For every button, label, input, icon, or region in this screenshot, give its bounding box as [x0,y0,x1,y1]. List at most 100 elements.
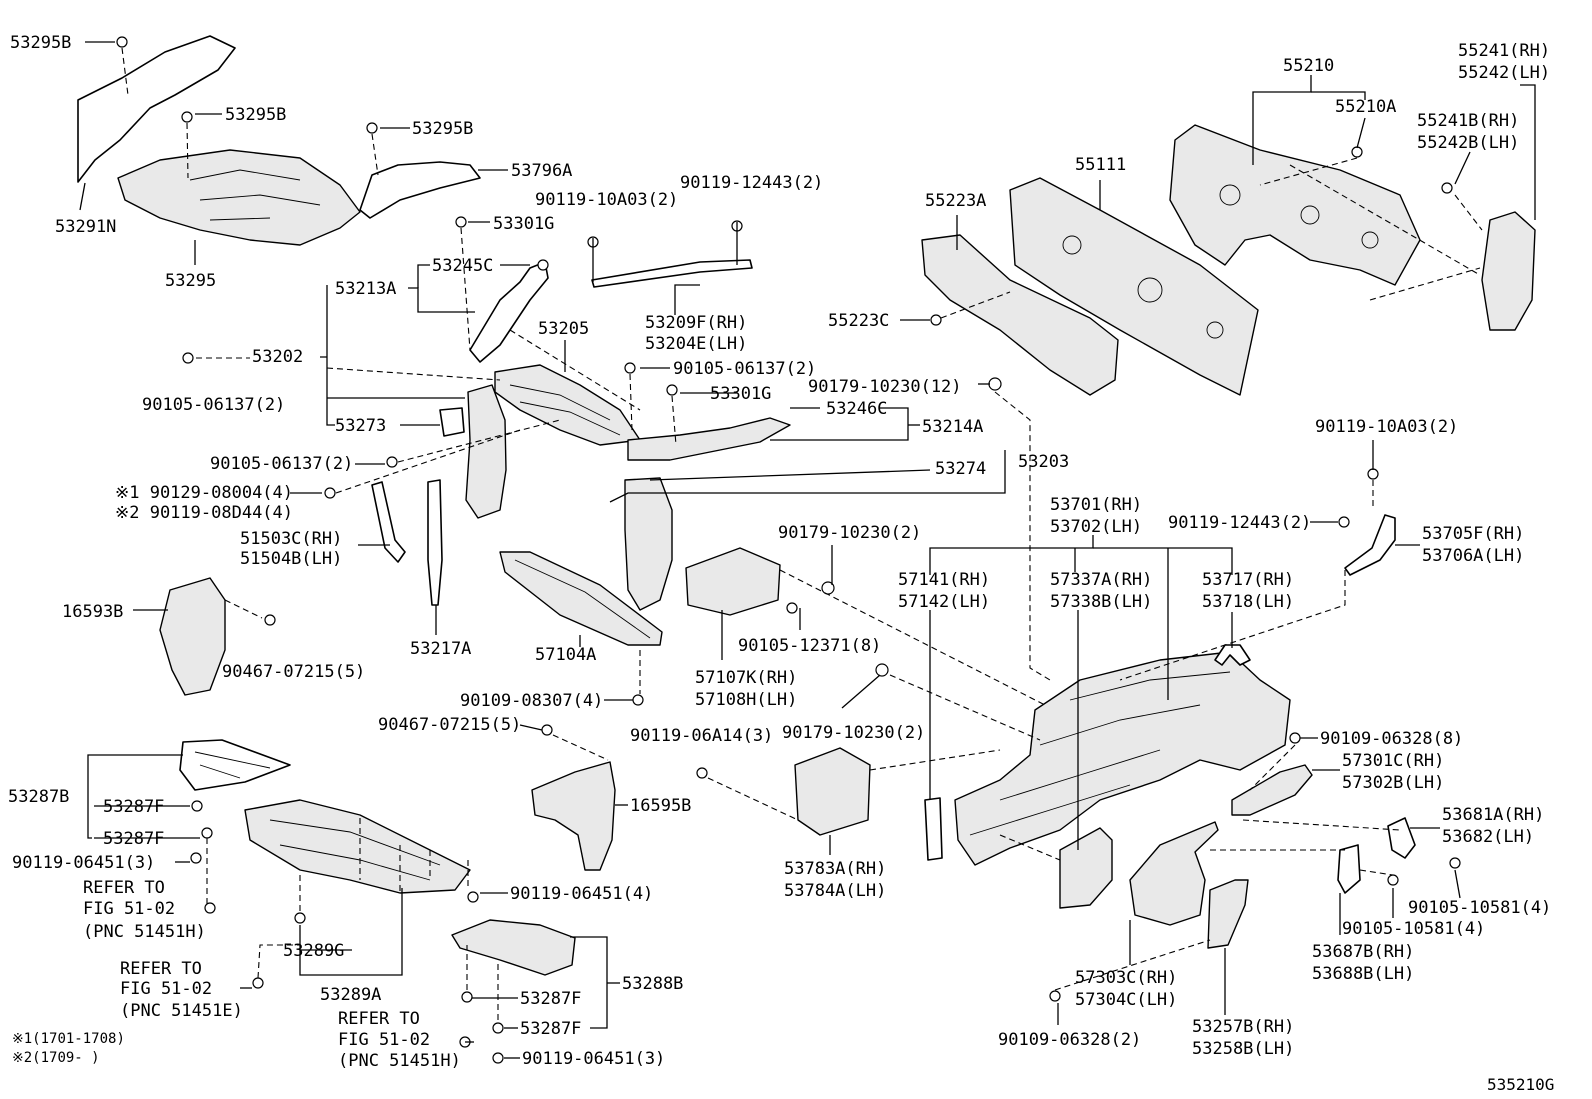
part-53287B [179,739,291,791]
label-57337A: 57337A(RH) [1050,570,1152,590]
part-55241 [1481,211,1536,331]
label-57107K: 57107K(RH) [695,668,797,688]
label-90109-06328-b: 90109-06328(2) [998,1030,1141,1050]
label-53706A: 53706A(LH) [1422,546,1524,566]
label-90119-08D44: ※2 90119-08D44(4) [115,503,293,523]
label-53257B: 53257B(RH) [1192,1017,1294,1037]
fasteners [116,36,1461,1064]
label-55242B: 55242B(LH) [1417,133,1519,153]
part-53295 [117,149,361,246]
label-90105-06137-a: 90105-06137(2) [142,395,285,415]
label-90119-06A14: 90119-06A14(3) [630,726,773,746]
label-55241B: 55241B(RH) [1417,111,1519,131]
part-53217A [427,479,443,606]
part-53202 [465,384,507,519]
label-53214A: 53214A [922,417,983,437]
part-57107K [685,547,781,616]
note-2: ※2(1709- ) [12,1050,100,1066]
label-53202: 53202 [252,347,303,367]
part-53288B [451,919,576,976]
label-53301G-b: 53301G [710,384,771,404]
part-57141 [924,797,943,861]
label-53246C: 53246C [826,399,887,419]
label-90119-10A03-a: 90119-10A03(2) [535,190,678,210]
label-55111: 55111 [1075,155,1126,175]
label-53204E: 53204E(LH) [645,334,747,354]
label-refer-to-b: REFER TO [120,959,202,979]
label-53783A: 53783A(RH) [784,859,886,879]
label-fig-51-02-b: FIG 51-02 [120,979,212,999]
label-90179-10230-b: 90179-10230(12) [808,377,962,397]
label-53681A: 53681A(RH) [1442,805,1544,825]
part-53681A [1387,817,1416,859]
part-53796A [359,161,481,219]
label-53245C: 53245C [432,256,493,276]
label-53295B-b: 53295B [225,105,286,125]
label-90119-06451-c: 90119-06451(3) [522,1049,665,1069]
label-57304C: 57304C(LH) [1075,990,1177,1010]
label-57303C: 57303C(RH) [1075,968,1177,988]
label-57302B: 57302B(LH) [1342,773,1444,793]
dashed-lines [121,47,1483,1020]
part-53705F [1344,514,1396,576]
label-53687B: 53687B(RH) [1312,942,1414,962]
label-53688B: 53688B(LH) [1312,964,1414,984]
label-57142: 57142(LH) [898,592,990,612]
label-refer-to-a: REFER TO [83,878,165,898]
part-55111 [1009,177,1259,396]
label-90105-10581-a: 90105-10581(4) [1408,898,1551,918]
label-pnc-51451H-b: (PNC 51451H) [338,1051,461,1071]
label-55242: 55242(LH) [1458,63,1550,83]
label-51503C: 51503C(RH) [240,529,342,549]
label-53291N: 53291N [55,217,116,237]
label-53295B-c: 53295B [412,119,473,139]
label-53295B-a: 53295B [10,33,71,53]
label-53717: 53717(RH) [1202,570,1294,590]
label-51504B: 51504B(LH) [240,549,342,569]
part-53291N [77,35,236,183]
part-53289A [244,799,471,894]
diagram-code: 535210G [1487,1075,1554,1094]
label-90119-10A03-b: 90119-10A03(2) [1315,417,1458,437]
part-53214A [627,417,791,461]
label-53287F-c: 53287F [520,989,581,1009]
part-53209F [591,259,753,288]
label-53784A: 53784A(LH) [784,881,886,901]
label-55210: 55210 [1283,56,1334,76]
label-53701: 53701(RH) [1050,495,1142,515]
part-55223A [921,234,1119,396]
label-fig-51-02-c: FIG 51-02 [338,1030,430,1050]
part-57337A [1059,827,1113,909]
label-90119-06451-a: 90119-06451(3) [12,853,155,873]
label-90105-12371: 90105-12371(8) [738,636,881,656]
label-53287F-d: 53287F [520,1019,581,1039]
label-90129-08004: ※1 90129-08004(4) [115,483,293,503]
part-57104A [499,551,663,646]
label-53682: 53682(LH) [1442,827,1534,847]
label-53209F: 53209F(RH) [645,313,747,333]
label-90467-07215-a: 90467-07215(5) [222,662,365,682]
part-53717 [1214,644,1251,666]
label-53273: 53273 [335,416,386,436]
part-51503C [371,481,406,563]
part-53205 [494,364,641,446]
label-16595B: 16595B [630,796,691,816]
label-57104A: 57104A [535,645,596,665]
label-53203: 53203 [1018,452,1069,472]
label-53217A: 53217A [410,639,471,659]
part-57303C [1129,821,1219,926]
label-53287F-b: 53287F [103,829,164,849]
part-55210 [1169,124,1421,286]
label-55241: 55241(RH) [1458,41,1550,61]
label-16593B: 16593B [62,602,123,622]
label-53287F-a: 53287F [103,797,164,817]
label-57338B: 57338B(LH) [1050,592,1152,612]
part-53273 [439,407,465,437]
label-53258B: 53258B(LH) [1192,1039,1294,1059]
label-55223A: 55223A [925,191,986,211]
label-57108H: 57108H(LH) [695,690,797,710]
label-53301G-a: 53301G [493,214,554,234]
label-57141: 57141(RH) [898,570,990,590]
